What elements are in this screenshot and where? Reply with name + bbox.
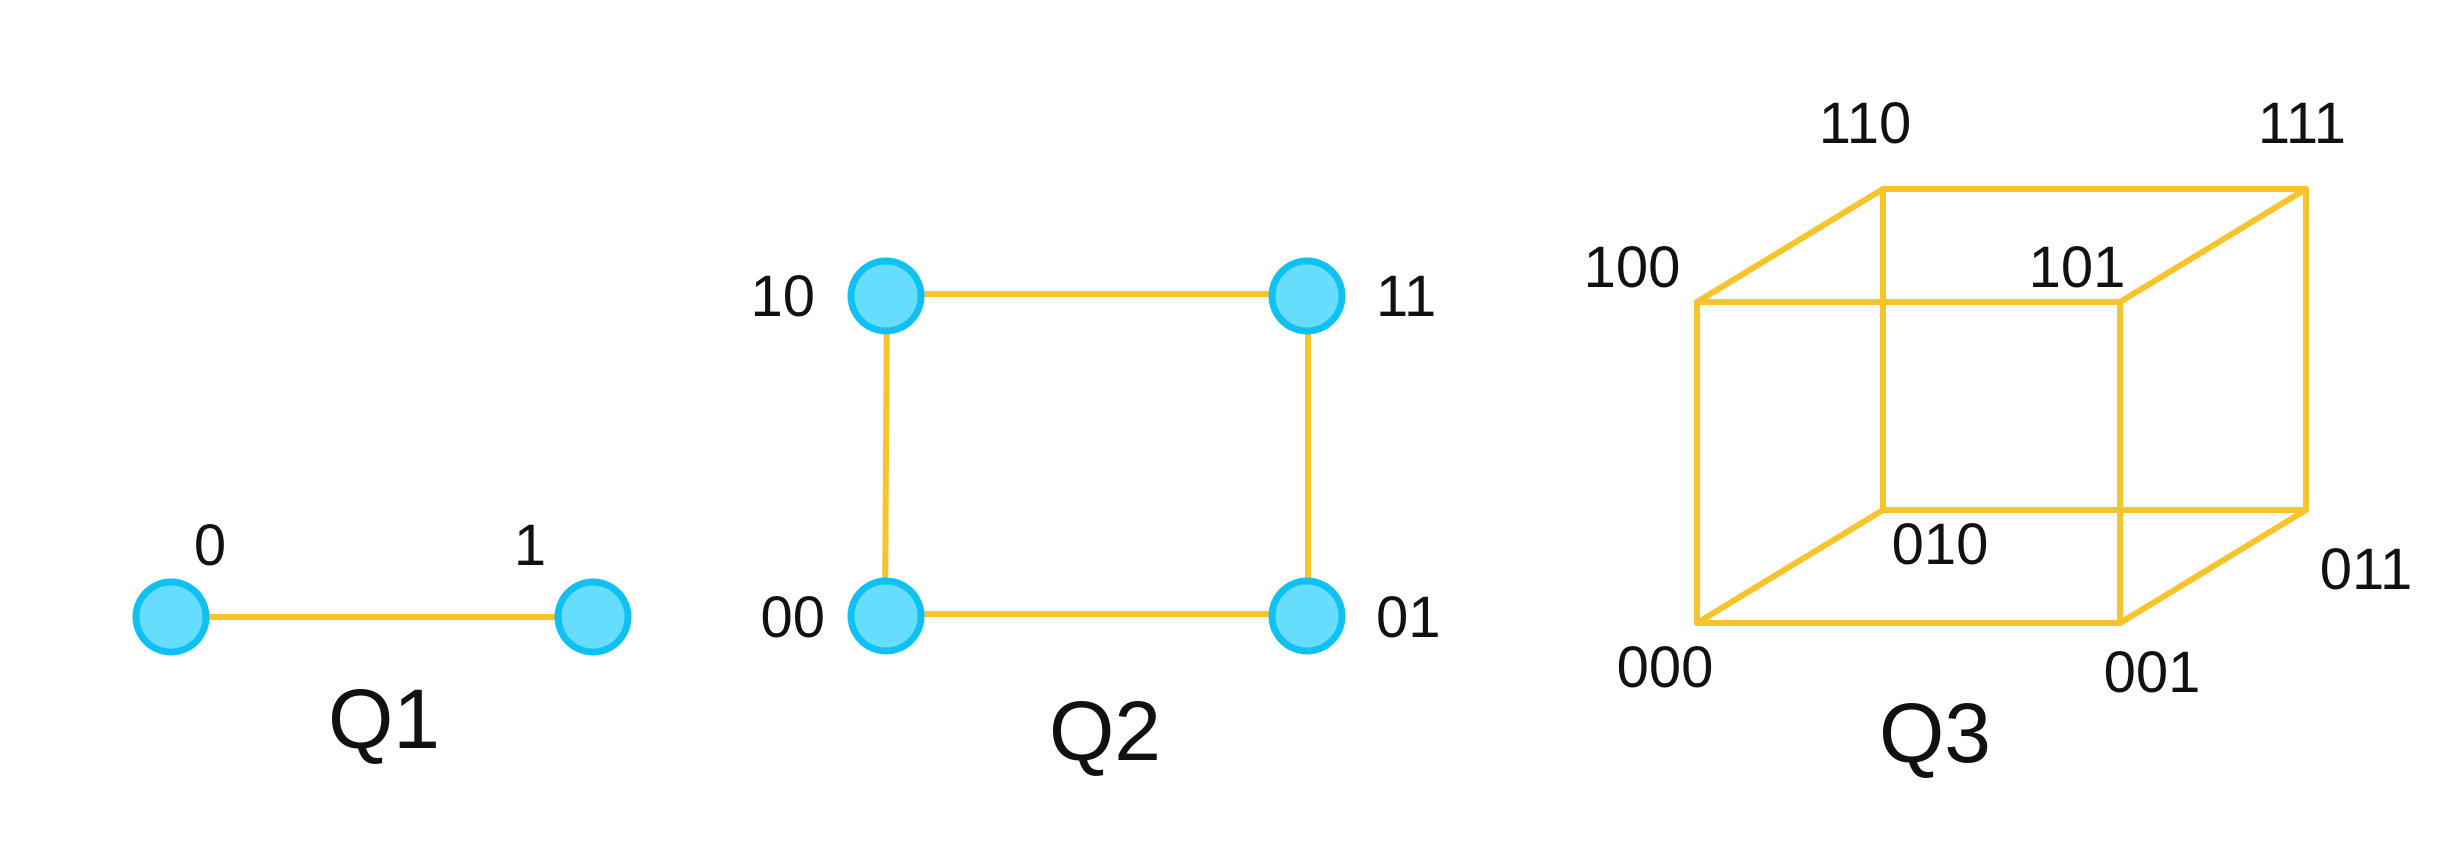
q2-node-00 — [847, 577, 925, 655]
q3-label-010: 010 — [1892, 512, 1989, 577]
q1-label-1: 1 — [514, 513, 546, 578]
q3-label-001: 001 — [2104, 640, 2201, 705]
q3-graph: 110 111 100 101 010 011 000 001 Q3 — [1584, 91, 2413, 780]
q2-edge-10-00 — [882, 291, 890, 617]
q3-label-000: 000 — [1617, 635, 1714, 700]
q1-node-1 — [554, 578, 632, 656]
q3-label-100: 100 — [1584, 235, 1681, 300]
q3-edge-101-111 — [2117, 186, 2309, 305]
q1-node-0 — [132, 578, 210, 656]
q3-label-011: 011 — [2320, 537, 2412, 602]
q3-title: Q3 — [1879, 686, 1991, 780]
q2-label-01: 01 — [1376, 585, 1441, 650]
q2-label-00: 00 — [760, 585, 825, 650]
q1-title: Q1 — [328, 672, 440, 766]
q2-label-10: 10 — [750, 264, 815, 329]
q3-edge-001-011 — [2117, 507, 2309, 626]
q3-label-111: 111 — [2258, 91, 2346, 156]
q2-title: Q2 — [1049, 684, 1161, 778]
q2-node-10 — [847, 257, 925, 335]
q1-graph: 0 1 Q1 — [132, 513, 632, 766]
q3-label-101: 101 — [2029, 235, 2126, 300]
q1-label-0: 0 — [194, 513, 226, 578]
q3-edge-100-110 — [1694, 186, 1886, 305]
q3-label-110: 110 — [1819, 91, 1911, 156]
q2-node-11 — [1268, 257, 1346, 335]
q2-graph: 10 11 00 01 Q2 — [750, 257, 1441, 778]
q3-edge-000-010 — [1694, 507, 1886, 626]
q2-label-11: 11 — [1376, 264, 1436, 329]
q2-node-01 — [1268, 577, 1346, 655]
